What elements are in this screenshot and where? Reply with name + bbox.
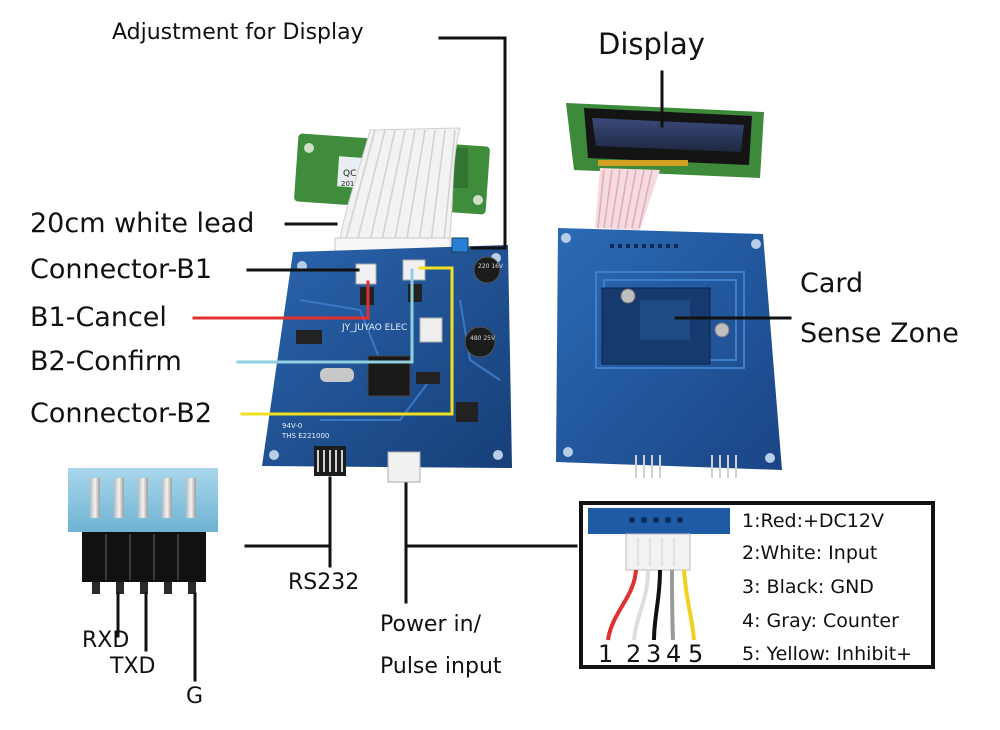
label-g: G — [186, 684, 204, 709]
pin-number-2: 2 — [626, 640, 642, 668]
pin-number-3: 3 — [646, 640, 662, 668]
line-b2-confirm — [236, 268, 414, 364]
label-white-lead: 20cm white lead — [30, 208, 255, 239]
line-adjustment — [438, 36, 507, 250]
silkscreen-mark: 94V-0 — [282, 422, 302, 430]
label-b1-cancel: B1-Cancel — [30, 302, 167, 333]
wire-red — [606, 569, 638, 641]
display-ribbon-cable — [595, 168, 660, 230]
label-sense-zone: Sense Zone — [800, 318, 959, 349]
line-connector-b2 — [240, 266, 454, 416]
lcd-display-module — [566, 103, 764, 178]
cap-label-1: 220 16V — [478, 263, 504, 270]
label-power-in: Power in/ — [380, 612, 481, 637]
pin-number-1: 1 — [598, 640, 614, 668]
legend-item-2: 2:White: Input — [742, 542, 878, 564]
label-connector-b2: Connector-B2 — [30, 398, 213, 429]
main-control-board: 220 16V 480 25V JY_JUYAO ELEC 94V-0 THS … — [262, 237, 512, 483]
label-rs232: RS232 — [288, 570, 360, 595]
pin-number-4: 4 — [666, 640, 682, 668]
legend-item-4: 4: Gray: Counter — [742, 610, 899, 632]
label-card: Card — [800, 268, 864, 299]
label-display: Display — [598, 27, 705, 61]
brand-silkscreen: JY_JUYAO ELEC — [341, 323, 407, 333]
silkscreen-mark-2: THS E221000 — [281, 432, 329, 440]
wire-yellow — [682, 569, 696, 641]
line-b1-cancel — [192, 280, 370, 320]
label-rxd: RXD — [82, 628, 130, 653]
rs232-header-closeup — [68, 468, 218, 594]
wire-white — [632, 569, 650, 641]
label-adjustment: Adjustment for Display — [112, 20, 364, 45]
cap-label-2: 480 25V — [470, 335, 496, 342]
pin-number-5: 5 — [688, 640, 704, 668]
label-pulse-input: Pulse input — [380, 654, 502, 679]
legend-item-3: 3: Black: GND — [742, 576, 874, 598]
card-reader-board — [556, 228, 782, 478]
qc-year: 2018 — [341, 180, 359, 188]
qc-label: QC P — [343, 169, 365, 179]
wire-gray — [670, 569, 675, 641]
legend-item-1: 1:Red:+DC12V — [742, 510, 884, 532]
wire-legend-box — [579, 501, 935, 669]
label-txd: TXD — [110, 654, 156, 679]
label-connector-b1: Connector-B1 — [30, 254, 213, 285]
wire-black — [652, 569, 662, 641]
label-b2-confirm: B2-Confirm — [30, 346, 182, 377]
leader-lines — [116, 36, 792, 682]
legend-item-5: 5: Yellow: Inhibit+ — [742, 643, 913, 665]
